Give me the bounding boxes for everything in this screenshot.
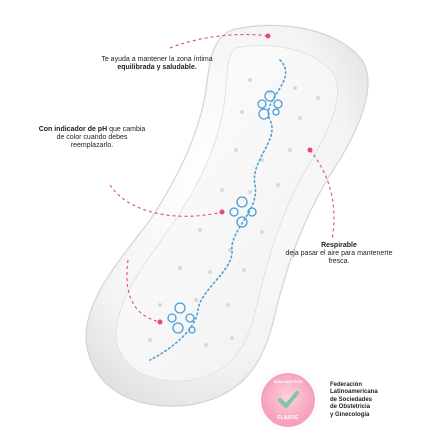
organization-line: y Ginecología <box>330 411 370 418</box>
annotation-breathable-text: deja pasar el aire para mantenerte fresc… <box>285 250 393 265</box>
annotation-ph-text: que cambia de color cuando debes reempla… <box>56 126 146 149</box>
flower-motif-top <box>257 90 283 120</box>
organization-line: de Sociedades <box>330 396 373 403</box>
callout-dots <box>157 33 313 325</box>
annotation-breathable-bold: Respirable <box>321 242 357 249</box>
pad-inner <box>115 45 339 382</box>
annotation-ph-indicator: Con indicador de pH que cambia de color … <box>38 126 146 150</box>
annotation-breathable: Respirable deja pasar el aire para mante… <box>280 242 398 266</box>
flower-motif-middle <box>229 196 257 228</box>
callout-lines <box>109 33 335 323</box>
flower-motif-bottom <box>167 302 196 334</box>
annotation-balance: Te ayuda a mantener la zona íntima equil… <box>98 56 216 72</box>
check-icon <box>278 391 299 408</box>
organization-line: Latinoamericana <box>330 389 378 396</box>
texture-dots <box>148 78 320 347</box>
badge-top-text: AVALADO POR <box>273 379 303 384</box>
organization-line: Federación <box>330 382 363 388</box>
badge-bottom-text: FLASOG <box>277 415 299 421</box>
annotation-ph-bold: Con indicador de pH <box>38 126 108 133</box>
endorsement-badge: AVALADO POR FLASOG <box>258 370 318 430</box>
organization-name: Federación Latinoamericana de Sociedades… <box>330 382 420 419</box>
annotation-balance-text: Te ayuda a mantener la zona íntima <box>101 56 213 63</box>
annotation-balance-bold: equilibrada y saludable. <box>117 64 197 71</box>
organization-line: de Obstetricia <box>330 404 371 411</box>
